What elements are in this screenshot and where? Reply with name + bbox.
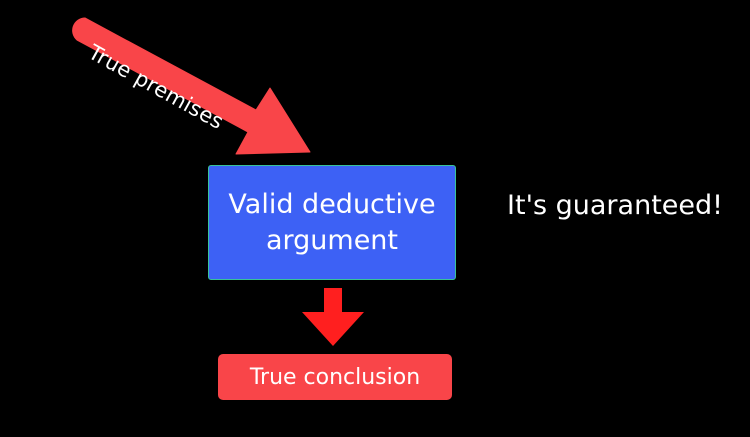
conclusion-box: True conclusion [218,354,452,400]
guarantee-note: It's guaranteed! [507,190,723,221]
argument-label: Valid deductive argument [228,188,436,256]
argument-box: Valid deductive argument [208,165,456,280]
down-arrow-icon [302,288,364,346]
conclusion-label: True conclusion [249,364,421,390]
premise-arrow-shape [72,17,311,155]
